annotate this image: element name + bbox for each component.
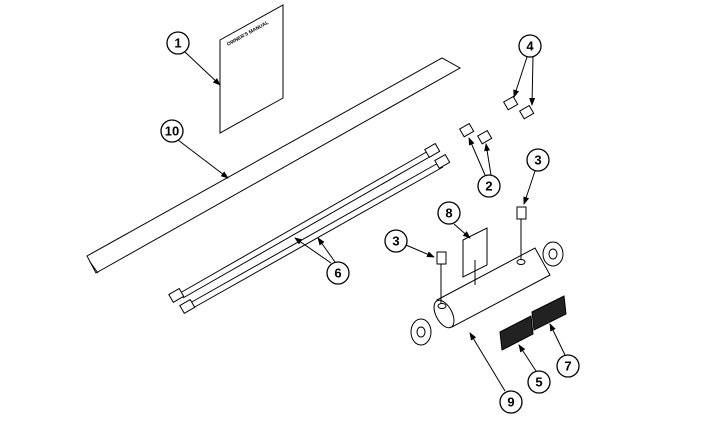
callout-6: 6 — [326, 261, 350, 285]
owners-manual: OWNER'S MANUAL — [219, 4, 284, 134]
callout-5: 5 — [527, 370, 551, 394]
svg-text:7: 7 — [564, 359, 571, 374]
fittings — [458, 95, 535, 145]
svg-text:6: 6 — [334, 266, 341, 281]
leader-lines — [177, 51, 566, 392]
svg-text:10: 10 — [165, 124, 179, 139]
callout-7: 7 — [556, 354, 580, 378]
svg-text:9: 9 — [507, 395, 514, 410]
callout-8: 8 — [437, 201, 461, 225]
callout-3-left: 3 — [384, 229, 408, 253]
svg-text:3: 3 — [392, 234, 399, 249]
callout-3-right: 3 — [526, 148, 550, 172]
callout-9: 9 — [499, 390, 523, 414]
callout-4: 4 — [518, 34, 542, 58]
callout-10: 10 — [160, 119, 184, 143]
svg-text:8: 8 — [445, 206, 452, 221]
svg-text:1: 1 — [174, 36, 181, 51]
hydraulic-cylinder — [410, 206, 567, 351]
svg-text:2: 2 — [485, 179, 492, 194]
svg-text:4: 4 — [526, 39, 534, 54]
callout-2: 2 — [477, 174, 501, 198]
callout-1: 1 — [166, 31, 190, 55]
svg-text:5: 5 — [535, 375, 542, 390]
svg-text:3: 3 — [534, 153, 541, 168]
hoses — [168, 142, 451, 315]
strip — [86, 57, 462, 274]
